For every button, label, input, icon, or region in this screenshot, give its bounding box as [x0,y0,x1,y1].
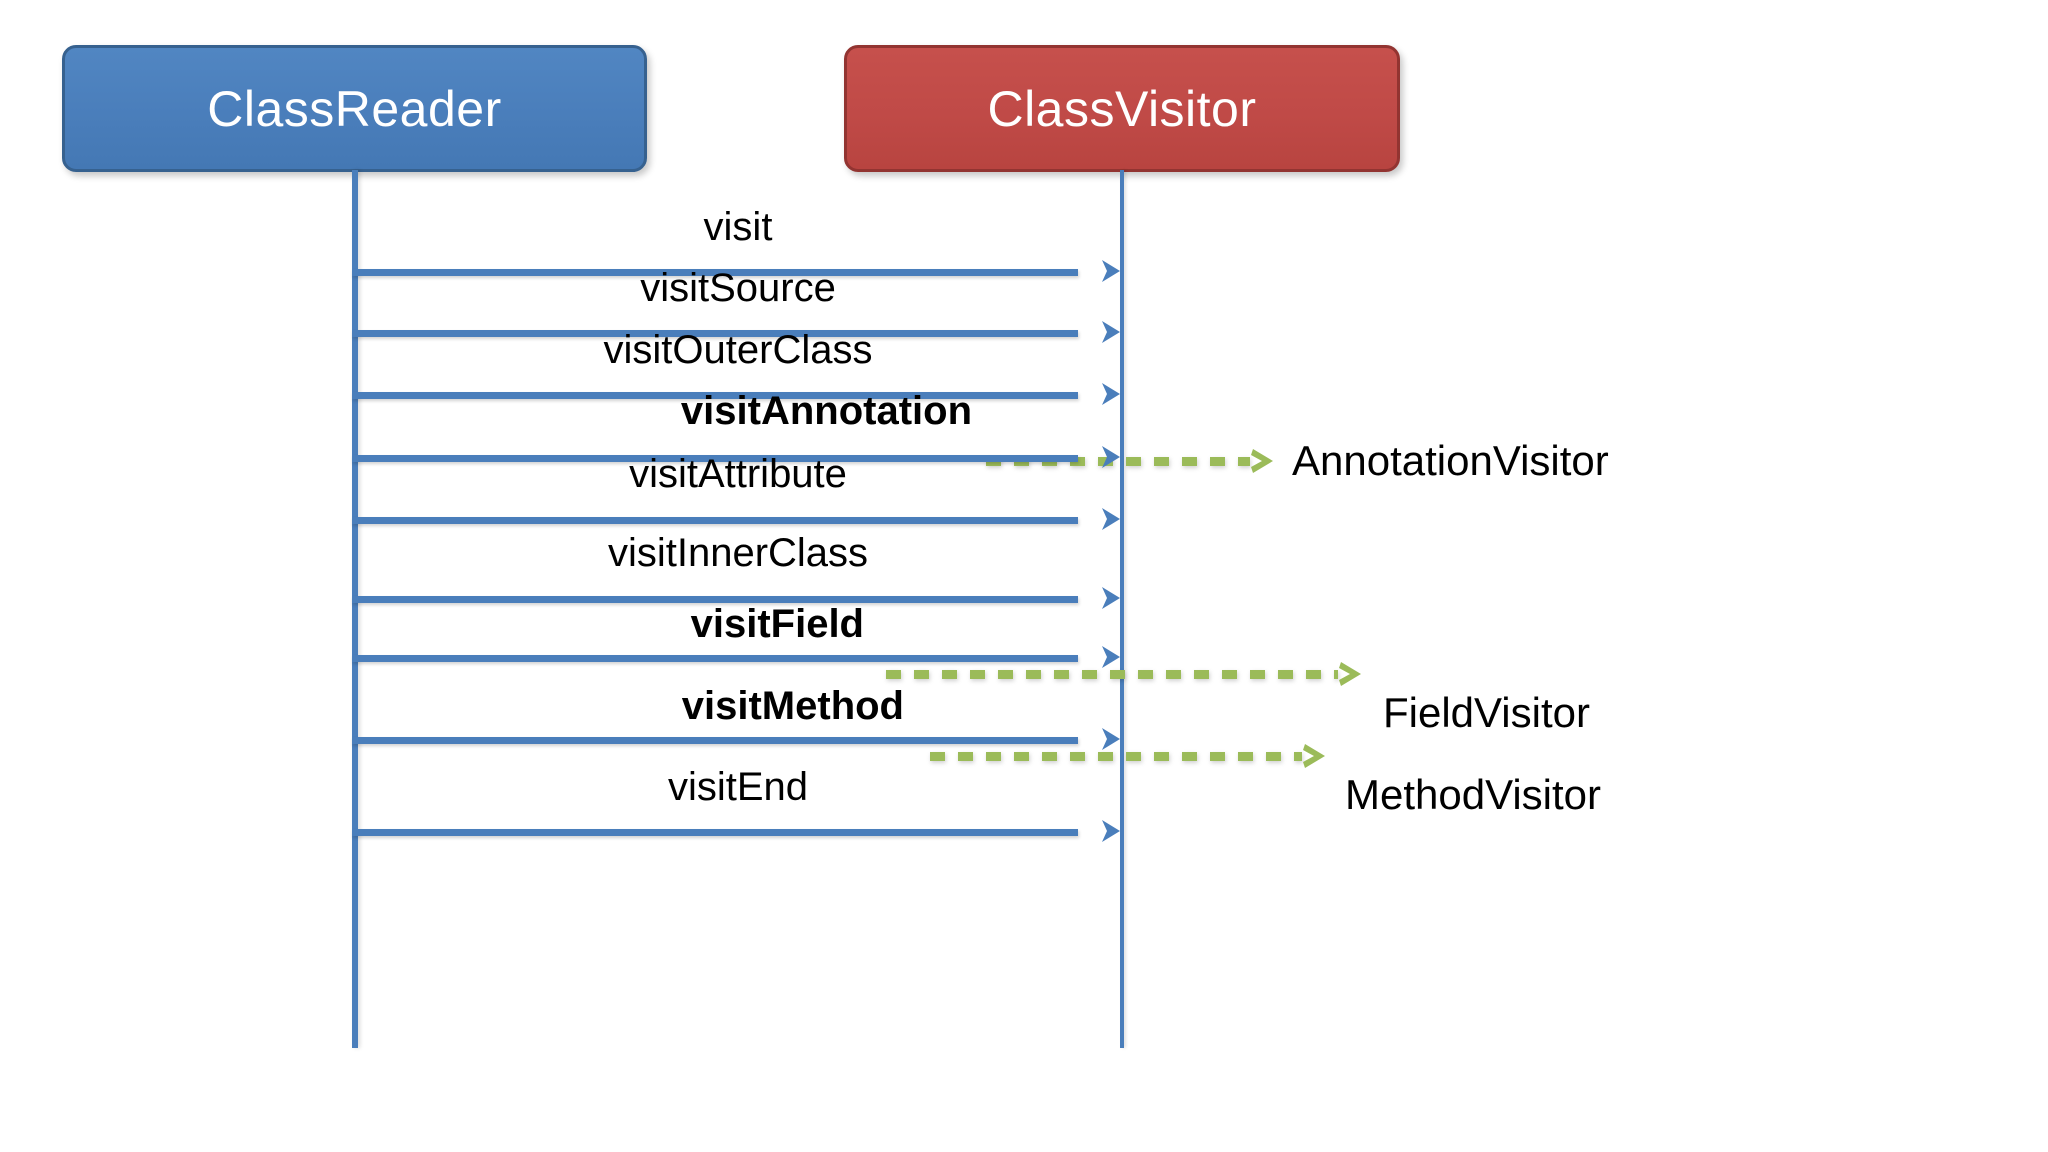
returned-visitor-label-methodvisitor: MethodVisitor [1345,771,1602,818]
call-arrow-visitend [352,818,1124,844]
participant-label-class-reader: ClassReader [207,80,502,137]
lifeline-class-visitor [1120,170,1124,1048]
chevron-arrowhead-icon [1303,744,1325,768]
call-arrow-visitfield [352,644,1124,670]
message-label-visitend: visitEnd [667,765,809,809]
participant-box-class-visitor[interactable]: ClassVisitor [844,45,1400,172]
participant-label-class-visitor: ClassVisitor [987,80,1257,137]
message-label-visitmethod: visitMethod [681,684,904,728]
participant-box-class-reader[interactable]: ClassReader [62,45,647,172]
message-label-visitouterclass: visitOuterClass [603,328,873,372]
call-arrow-visitattribute [352,506,1124,532]
message-label-visitfield: visitField [690,602,864,646]
spawn-arrow-fieldvisitor [886,662,1364,686]
call-arrow-shaft [352,737,1078,744]
chevron-arrowhead-icon [1339,662,1361,686]
spawn-arrow-methodvisitor [930,744,1328,768]
message-label-visitinnerclass: visitInnerClass [607,531,869,575]
lifeline-class-reader [352,170,358,1048]
call-arrow-shaft [352,655,1078,662]
chevron-arrowhead-icon [1251,449,1273,473]
returned-visitor-label-annotationvisitor: AnnotationVisitor [1292,437,1609,484]
call-arrow-visitmethod [352,726,1124,752]
spawn-arrow-dashed-shaft [886,670,1338,679]
message-label-visitattribute: visitAttribute [629,452,847,496]
call-arrow-shaft [352,829,1078,836]
message-label-visit: visit [703,205,773,249]
message-label-visitsource: visitSource [640,266,836,310]
returned-visitor-label-fieldvisitor: FieldVisitor [1383,689,1590,736]
call-arrow-shaft [352,517,1078,524]
spawn-arrow-dashed-shaft [930,752,1302,761]
message-label-visitannotation: visitAnnotation [680,389,972,433]
